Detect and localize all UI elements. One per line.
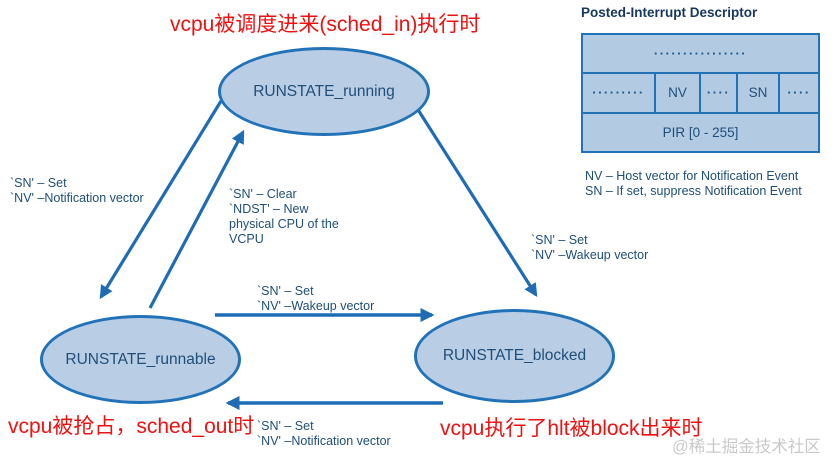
arrow-running-to-blocked [413,104,538,298]
label-blocked-to-runnable: `SN' – Set `NV' –Notification vector [257,419,391,449]
descriptor-cell-pir: PIR [0 - 255] [662,124,739,140]
state-blocked: RUNSTATE_blocked [414,309,615,403]
descriptor-cell-dots: ········· [592,85,645,101]
label-line: `NV' –Notification vector [257,434,391,448]
descriptor-cell-dots: ···· [699,74,736,112]
label-line: `SN' – Clear [229,187,297,201]
state-running: RUNSTATE_running [218,47,430,136]
legend-sn: SN – If set, suppress Notification Event [585,183,802,198]
state-runnable: RUNSTATE_runnable [40,315,241,404]
state-blocked-label: RUNSTATE_blocked [442,347,587,364]
descriptor-legend: NV – Host vector for Notification Event … [585,169,802,198]
label-runnable-to-blocked: `SN' – Set `NV' –Wakeup vector [257,284,374,314]
label-runnable-to-running: `SN' – Clear `NDST' – New physical CPU o… [229,187,339,247]
note-sched-in: vcpu被调度进来(sched_in)执行时 [170,13,481,36]
descriptor-row-pir: PIR [0 - 255] [583,111,818,151]
label-line: `NV' –Notification vector [10,191,144,205]
label-line: `NDST' – New [229,202,309,216]
label-line: `SN' – Set [257,419,314,433]
state-running-label: RUNSTATE_running [253,82,395,100]
label-running-to-runnable: `SN' – Set `NV' –Notification vector [10,176,144,206]
label-line: VCPU [229,232,264,246]
state-runnable-label: RUNSTATE_runnable [65,350,216,368]
descriptor-title: Posted-Interrupt Descriptor [581,5,758,20]
note-sched-out: vcpu被抢占，sched_out时 [8,415,255,438]
descriptor-cell-dots: ················ [653,46,748,62]
label-line: physical CPU of the [229,217,339,231]
watermark: @稀土掘金技术社区 [672,438,821,456]
note-blocked: vcpu执行了hlt被block出来时 [440,417,703,440]
descriptor-table: ················ ········· NV ···· SN ··… [581,33,820,153]
descriptor-row-fields: ········· NV ···· SN ···· [583,72,818,112]
label-line: `SN' – Set [10,176,67,190]
descriptor-row-reserved-top: ················ [583,35,818,72]
arrow-runnable-to-running [148,129,245,309]
label-line: `SN' – Set [531,233,588,247]
arrow-running-to-runnable [99,100,223,300]
descriptor-cell-dots: ···· [778,74,818,112]
label-line: `NV' –Wakeup vector [531,248,649,262]
legend-nv: NV – Host vector for Notification Event [585,169,799,183]
label-line: `SN' – Set [257,284,314,298]
descriptor-cell-sn: SN [736,74,778,112]
label-line: `NV' –Wakeup vector [257,299,375,313]
label-running-to-blocked: `SN' – Set `NV' –Wakeup vector [531,233,648,263]
descriptor-cell-nv: NV [654,74,699,112]
